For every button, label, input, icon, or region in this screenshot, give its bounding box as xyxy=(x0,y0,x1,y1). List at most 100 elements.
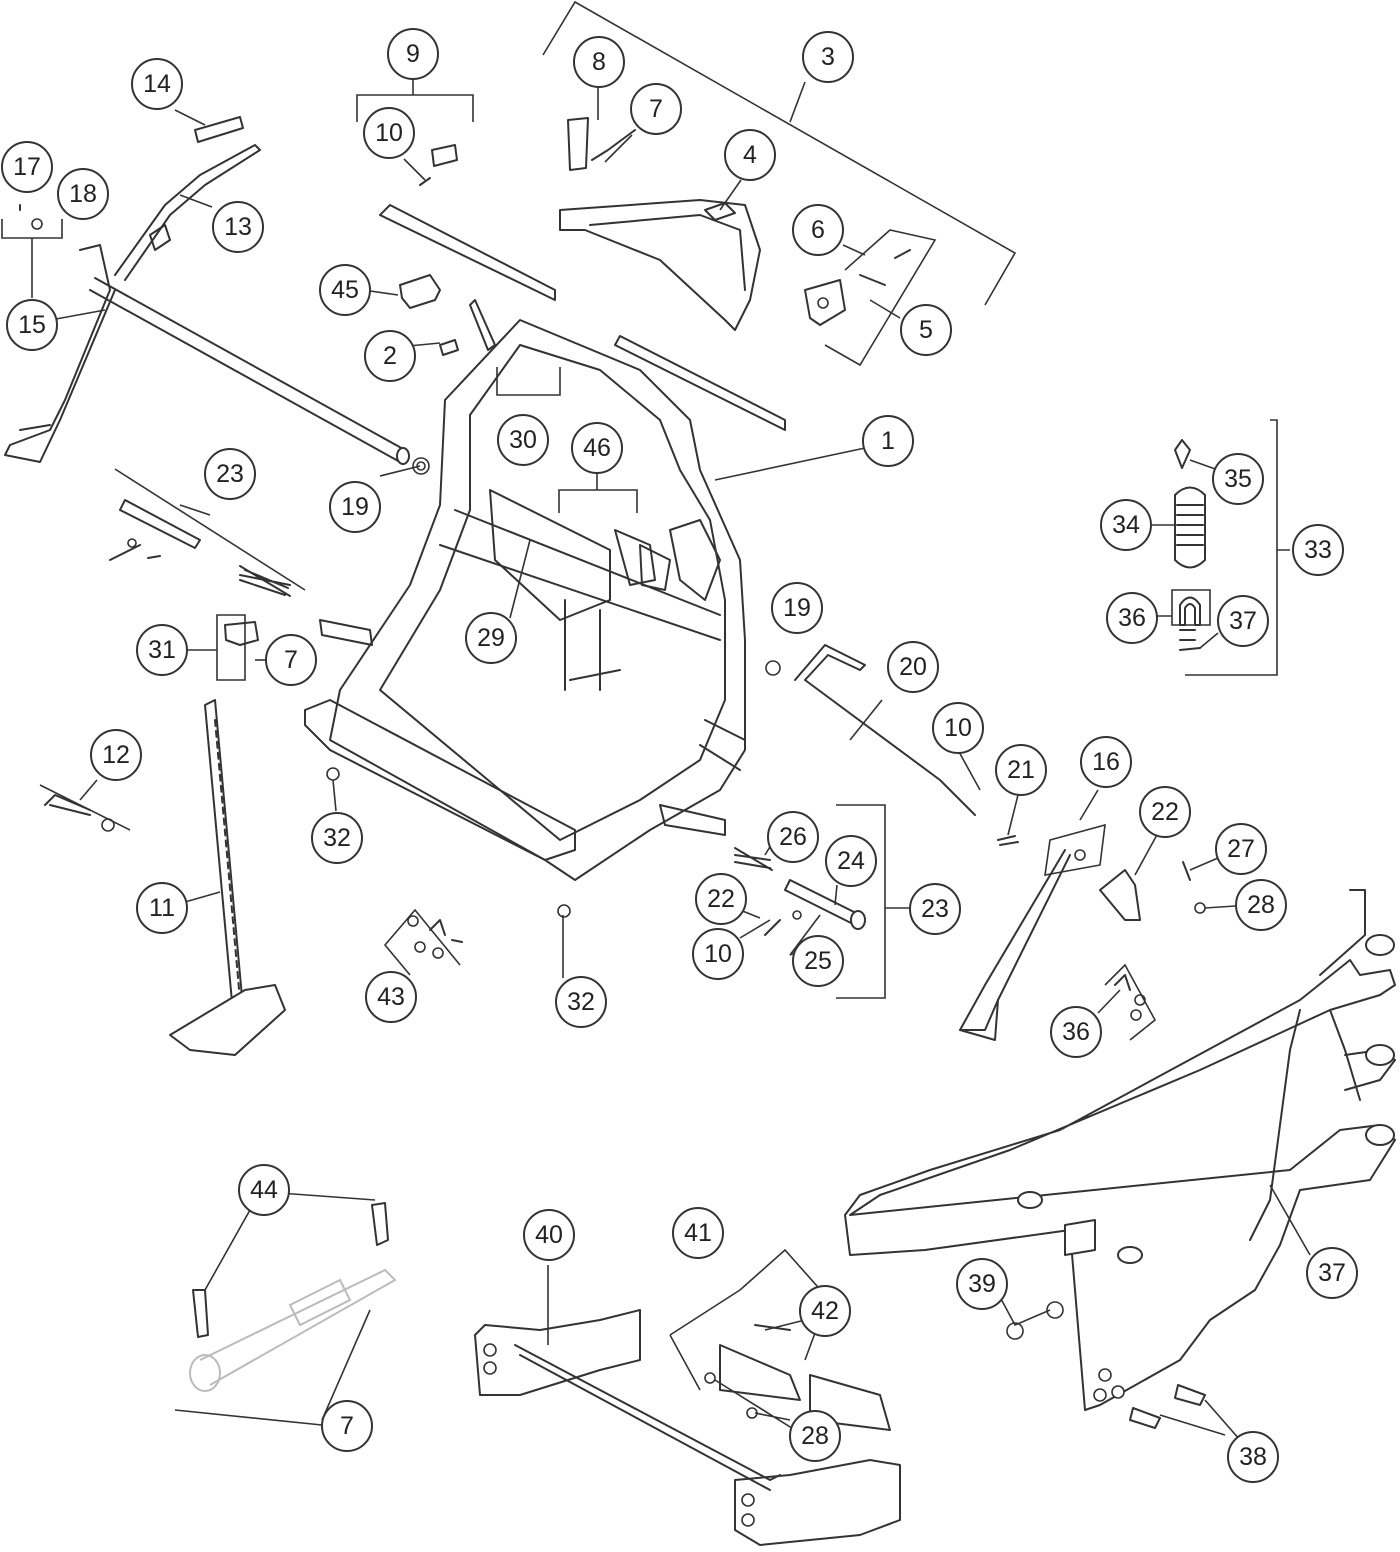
callout-23b-label: 23 xyxy=(921,895,949,923)
callout-15: 15 xyxy=(6,299,58,351)
pin-and-spring-right xyxy=(734,847,866,936)
callout-8: 8 xyxy=(573,36,625,88)
callout-34-label: 34 xyxy=(1112,511,1140,539)
callout-38-label: 38 xyxy=(1239,1443,1267,1471)
callout-7c-label: 7 xyxy=(340,1412,354,1440)
callout-37b: 37 xyxy=(1306,1247,1358,1299)
callout-32a-label: 32 xyxy=(323,824,351,852)
callout-24: 24 xyxy=(825,835,877,887)
callout-40-label: 40 xyxy=(535,1221,563,1249)
callout-28b: 28 xyxy=(789,1410,841,1462)
callout-40: 40 xyxy=(523,1209,575,1261)
callout-26: 26 xyxy=(767,811,819,863)
bracket-kit-41 xyxy=(704,1324,891,1431)
callout-46-label: 46 xyxy=(583,434,611,462)
vehicle-mount-frame-part xyxy=(844,889,1396,1411)
callout-5: 5 xyxy=(900,304,952,356)
callout-16: 16 xyxy=(1080,736,1132,788)
spring-kit-33 xyxy=(1174,439,1206,651)
hardware-kit-36 xyxy=(1114,974,1146,1021)
lever-16-part xyxy=(959,849,1071,1031)
callout-29: 29 xyxy=(465,612,517,664)
hardware-kit-43 xyxy=(407,915,463,959)
callout-37a-label: 37 xyxy=(1229,607,1257,635)
nut-39b-part xyxy=(1046,1301,1064,1319)
callout-20-label: 20 xyxy=(899,653,927,681)
callout-2-label: 2 xyxy=(383,342,397,370)
callout-39: 39 xyxy=(956,1258,1008,1310)
callout-39-label: 39 xyxy=(968,1270,996,1298)
callout-27-label: 27 xyxy=(1227,835,1255,863)
lift-lever-assembly xyxy=(4,116,430,475)
callout-1: 1 xyxy=(862,415,914,467)
callout-35: 35 xyxy=(1212,453,1264,505)
callout-19a-label: 19 xyxy=(341,493,369,521)
callout-17: 17 xyxy=(1,141,53,193)
callout-25-label: 25 xyxy=(804,947,832,975)
callout-43: 43 xyxy=(365,971,417,1023)
callout-32b-label: 32 xyxy=(567,988,595,1016)
callout-37a: 37 xyxy=(1217,595,1269,647)
callout-45: 45 xyxy=(319,264,371,316)
pin-kit-9 xyxy=(419,144,458,186)
callout-5-label: 5 xyxy=(919,316,933,344)
callout-19b-label: 19 xyxy=(783,594,811,622)
callout-7b-label: 7 xyxy=(284,646,298,674)
callout-6: 6 xyxy=(792,204,844,256)
callout-38: 38 xyxy=(1227,1431,1279,1483)
callout-37b-label: 37 xyxy=(1318,1259,1346,1287)
callout-36b-label: 36 xyxy=(1062,1018,1090,1046)
callout-10b: 10 xyxy=(932,702,984,754)
callout-18-label: 18 xyxy=(69,180,97,208)
callout-3: 3 xyxy=(802,31,854,83)
callout-24-label: 24 xyxy=(837,847,865,875)
mount-bracket-part xyxy=(559,117,911,331)
jack-stand-part xyxy=(169,699,286,1056)
callout-8-label: 8 xyxy=(592,48,606,76)
callout-22a: 22 xyxy=(1139,786,1191,838)
callout-41: 41 xyxy=(672,1207,724,1259)
callout-28a: 28 xyxy=(1235,879,1287,931)
callout-7a-label: 7 xyxy=(649,95,663,123)
callout-3-label: 3 xyxy=(821,43,835,71)
callout-7b: 7 xyxy=(265,634,317,686)
callout-14-label: 14 xyxy=(143,70,171,98)
callout-19b: 19 xyxy=(771,582,823,634)
callout-31: 31 xyxy=(136,624,188,676)
push-frame-part xyxy=(474,1309,901,1546)
pin-31-part xyxy=(224,621,259,646)
callout-10a-label: 10 xyxy=(375,119,403,147)
callouts: 1 2 3 4 5 6 7 7 7 8 9 10 10 10 11 12 13 … xyxy=(1,28,1358,1483)
callout-22b-label: 22 xyxy=(707,885,735,913)
callout-42-label: 42 xyxy=(811,1297,839,1325)
nut-28-part xyxy=(1194,902,1206,914)
callout-33: 33 xyxy=(1292,524,1344,576)
callout-20: 20 xyxy=(887,641,939,693)
callout-32b: 32 xyxy=(555,976,607,1028)
callout-13-label: 13 xyxy=(224,213,252,241)
callout-36b: 36 xyxy=(1050,1006,1102,1058)
clip-19b-part xyxy=(765,660,781,676)
callout-4: 4 xyxy=(724,129,776,181)
callout-9-label: 9 xyxy=(406,40,420,68)
callout-23a: 23 xyxy=(204,448,256,500)
callout-10b-label: 10 xyxy=(944,714,972,742)
callout-30: 30 xyxy=(497,414,549,466)
callout-17-label: 17 xyxy=(13,153,41,181)
callout-23b: 23 xyxy=(909,883,961,935)
pin-and-spring-left xyxy=(109,499,291,597)
small-plate-part xyxy=(439,339,459,356)
callout-21: 21 xyxy=(995,744,1047,796)
callout-29-label: 29 xyxy=(477,624,505,652)
spring-21-part xyxy=(997,835,1019,846)
callout-9: 9 xyxy=(387,28,439,80)
callout-6-label: 6 xyxy=(811,216,825,244)
callout-22a-label: 22 xyxy=(1151,798,1179,826)
a-frame-part xyxy=(304,204,786,881)
callout-41-label: 41 xyxy=(684,1219,712,1247)
callout-35-label: 35 xyxy=(1224,465,1252,493)
callout-44: 44 xyxy=(238,1164,290,1216)
leader-lines xyxy=(1,0,1311,1441)
pin-27-part xyxy=(1182,861,1191,881)
callout-27: 27 xyxy=(1215,823,1267,875)
